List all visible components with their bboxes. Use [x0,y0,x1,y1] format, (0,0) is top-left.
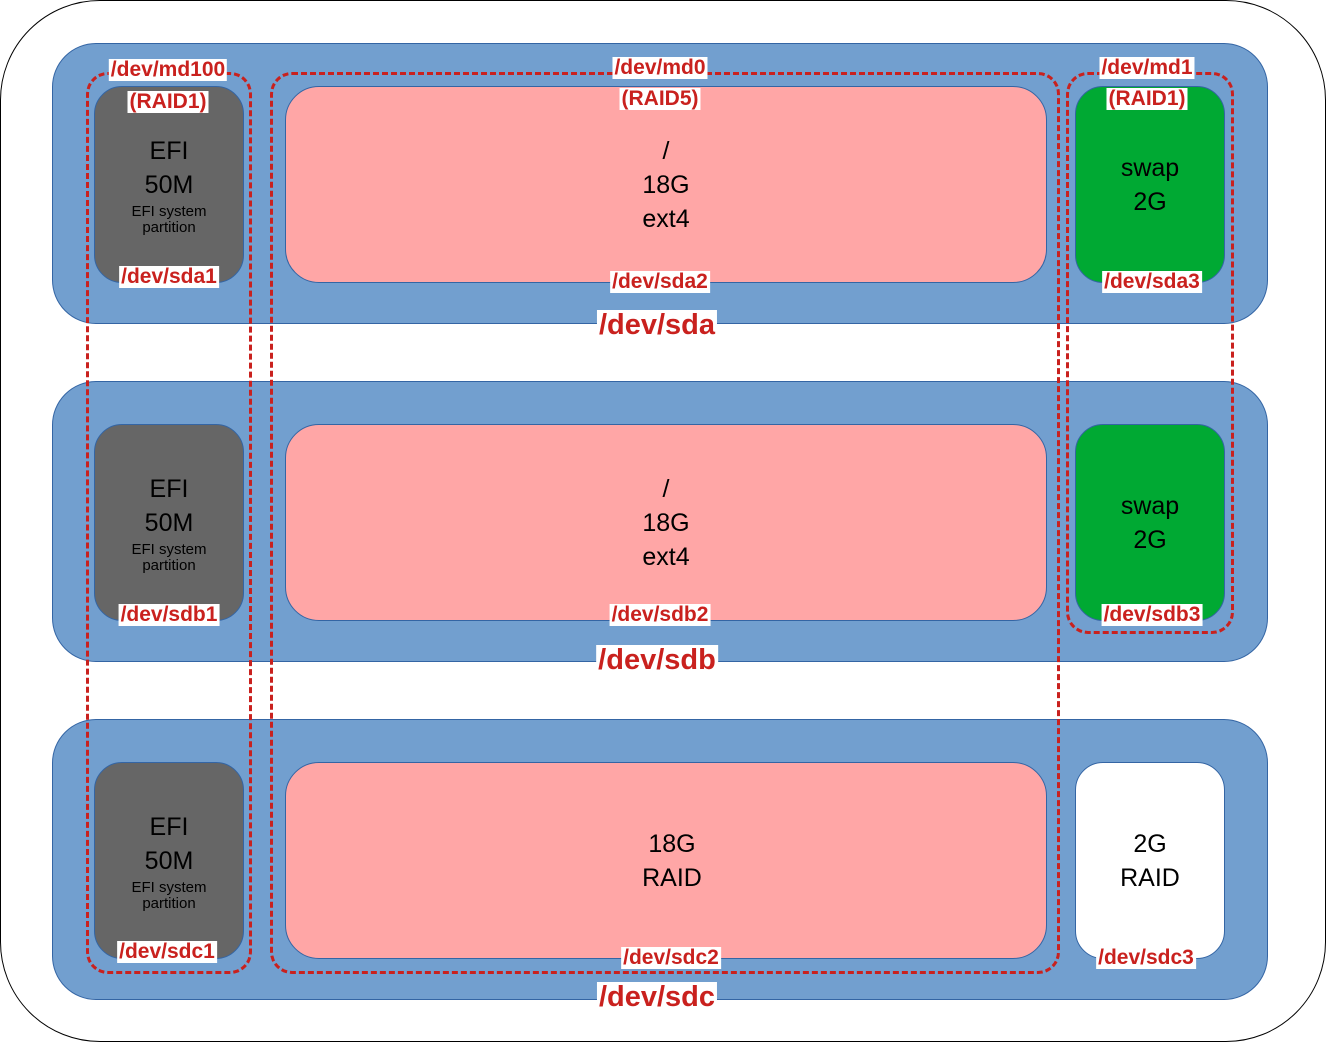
partition-sdc2-raid: 18G RAID [285,762,1047,959]
array-md100-outline [86,72,252,974]
partition-type: swap [1120,153,1180,182]
partition-note: EFI system [131,878,207,896]
partition-type: swap [1120,491,1180,520]
partition-size: 18G [642,170,690,199]
array-level-md1: (RAID1) [1106,87,1188,110]
device-label-sdb1: /dev/sdb1 [118,603,220,626]
device-label-sdc1: /dev/sdc1 [117,940,217,963]
device-label-sda2: /dev/sda2 [610,270,710,293]
partition-size: 50M [144,846,194,875]
array-md0-outline [270,72,1060,974]
array-level-md0: (RAID5) [619,87,701,110]
device-label-sdc2: /dev/sdc2 [621,946,721,969]
array-label-md1: /dev/md1 [1099,56,1195,79]
partition-size: 2G [1133,187,1167,216]
partition-sda1-efi: EFI 50M EFI system partition [94,86,244,283]
device-label-sdb2: /dev/sdb2 [609,603,711,626]
device-label-sda3: /dev/sda3 [1102,270,1202,293]
partition-type: EFI [149,474,189,503]
device-label-sdc3: /dev/sdc3 [1096,946,1196,969]
partition-type: EFI [149,812,189,841]
partition-note: EFI system [131,540,207,558]
partition-sdc3-raid: 2G RAID [1075,762,1225,959]
partition-note: EFI system [131,202,207,220]
mount-point: / [662,474,670,503]
array-md1-outline [1066,72,1234,634]
partition-size: 18G [642,508,690,537]
partition-sdb2-root: / 18G ext4 [285,424,1047,621]
partition-sda3-swap: swap 2G [1075,86,1225,283]
partition-size: 50M [144,170,194,199]
mount-point: / [662,136,670,165]
partition-size: 2G [1133,525,1167,554]
partition-note: partition [142,218,196,236]
array-label-md100: /dev/md100 [108,58,228,81]
partition-sdb3-swap: swap 2G [1075,424,1225,621]
partition-sdb1-efi: EFI 50M EFI system partition [94,424,244,621]
partition-size: 18G [648,829,696,858]
disk-label-sdc: /dev/sdc [596,981,718,1013]
partition-type: EFI [149,136,189,165]
partition-note: partition [142,894,196,912]
partition-type: RAID [1120,863,1180,892]
disk-label-sdb: /dev/sdb [596,644,718,676]
array-label-md0: /dev/md0 [612,56,708,79]
filesystem: ext4 [642,542,690,571]
partition-sda2-root: / 18G ext4 [285,86,1047,283]
partition-size: 50M [144,508,194,537]
partition-note: partition [142,556,196,574]
partition-type: RAID [642,863,702,892]
device-label-sdb3: /dev/sdb3 [1101,603,1203,626]
disk-label-sda: /dev/sda [596,309,718,341]
filesystem: ext4 [642,204,690,233]
partition-size: 2G [1133,829,1167,858]
array-level-md100: (RAID1) [127,90,209,113]
device-label-sda1: /dev/sda1 [119,265,219,288]
